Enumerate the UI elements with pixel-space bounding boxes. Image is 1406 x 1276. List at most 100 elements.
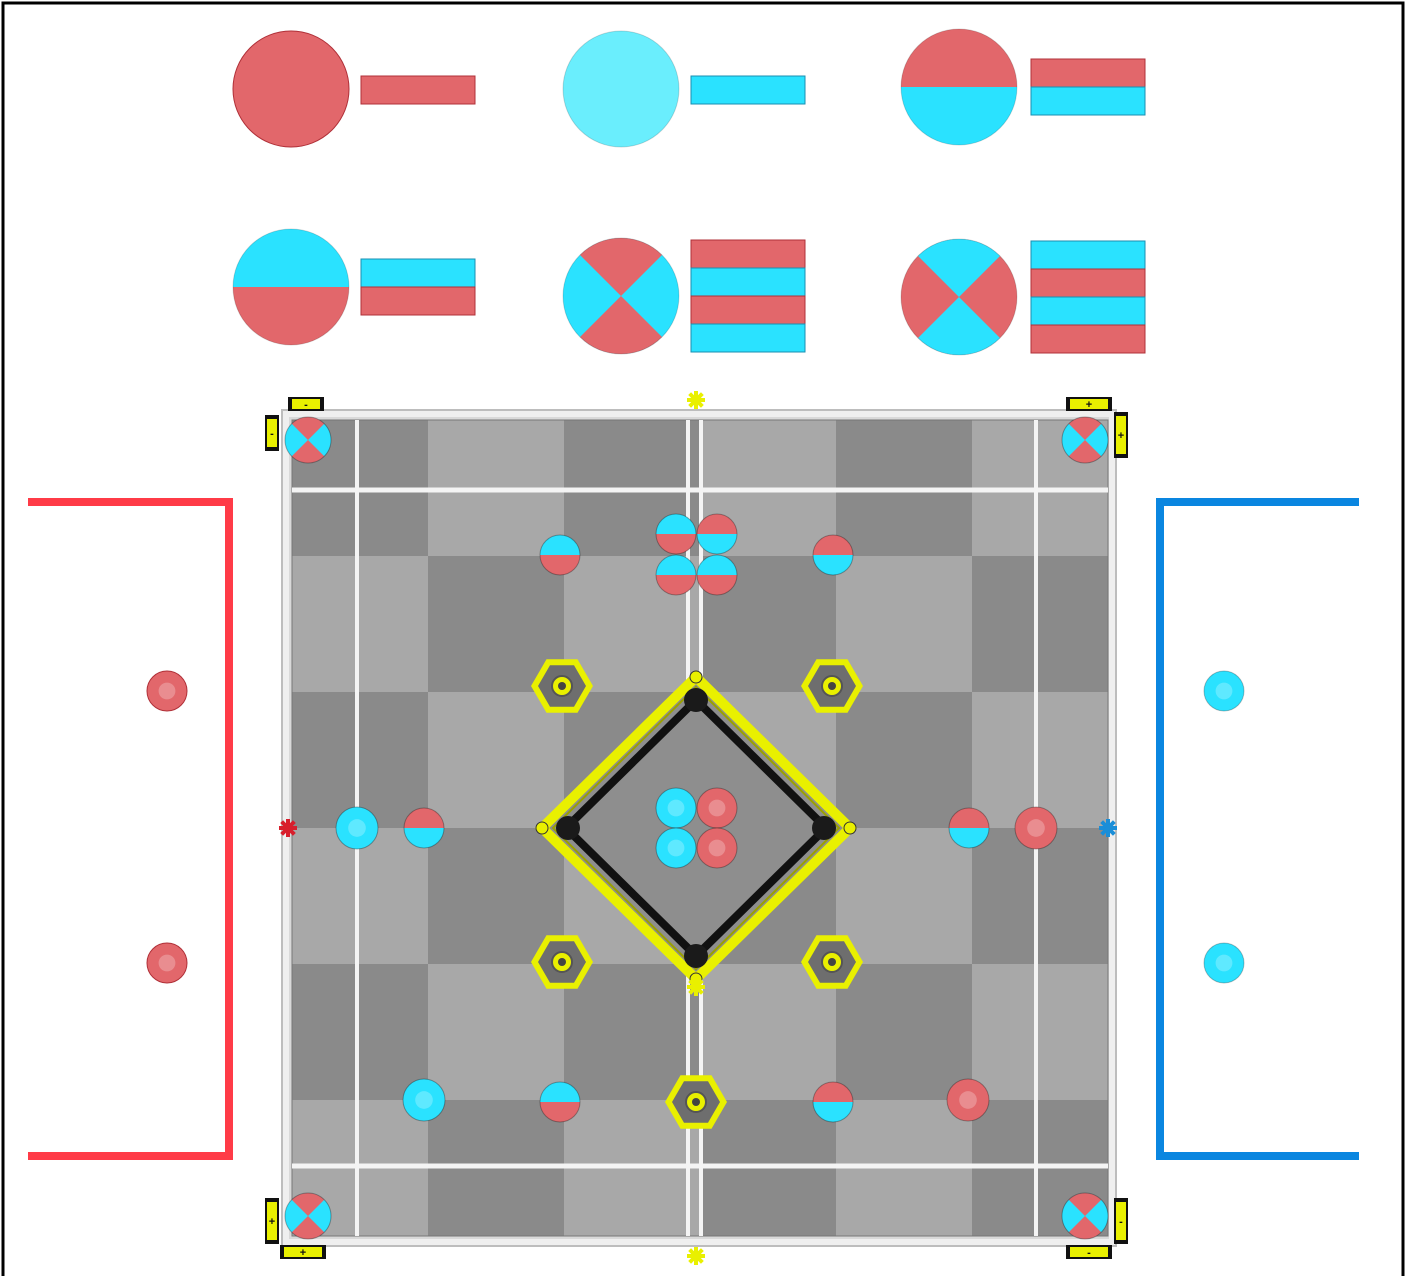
legend-stripe-red	[1031, 269, 1145, 297]
field-ring	[697, 514, 737, 554]
field-ring	[697, 788, 737, 828]
field-ring	[1062, 1193, 1108, 1239]
corner-sign: +	[300, 1247, 306, 1259]
legend-ring-half-cyan-top	[233, 229, 349, 345]
field-ring	[403, 1079, 445, 1121]
corner-marker: -	[1114, 1198, 1128, 1244]
platform-post	[690, 671, 702, 683]
corner-sign: -	[1119, 1216, 1123, 1228]
field-ring	[540, 535, 580, 575]
legend-ring-quarters-cyan-top	[901, 239, 1017, 355]
field-ring	[285, 417, 331, 463]
ring-hole	[959, 1091, 977, 1109]
corner-marker: -	[288, 397, 324, 411]
platform-post	[536, 822, 548, 834]
ring-hole	[668, 800, 685, 817]
ring-hole	[1216, 683, 1233, 700]
floor-tile	[972, 556, 1108, 692]
legend-stripe-cyan	[691, 268, 805, 296]
floor-tile	[836, 692, 972, 828]
ring-hole	[709, 840, 726, 857]
corner-marker: +	[265, 1198, 279, 1244]
legend-ring-solid-red	[233, 31, 349, 147]
blue-zone-outline	[1160, 502, 1359, 1156]
legend-entry-half-red-top	[901, 29, 1145, 145]
ring-hole	[159, 683, 176, 700]
ring-hole	[1027, 819, 1045, 837]
ring-hole	[348, 819, 366, 837]
legend-entry-quarters-cyan-top	[901, 239, 1145, 355]
corner-sign: -	[270, 428, 274, 440]
legend-stripe-red	[361, 76, 475, 104]
ring-hole	[709, 800, 726, 817]
corner-marker: +	[280, 1245, 326, 1259]
corner-sign: -	[1087, 1247, 1091, 1259]
corner-sign: -	[304, 399, 308, 411]
legend-entry-solid-red	[233, 31, 475, 147]
corner-marker: -	[265, 415, 279, 451]
field: - - + + + + - -	[265, 391, 1128, 1265]
field-ring	[540, 1082, 580, 1122]
ring-hole	[159, 955, 176, 972]
legend-ring-solid-cyan	[563, 31, 679, 147]
legend-stripe-cyan	[361, 259, 475, 287]
field-ring	[336, 807, 378, 849]
legend-ring-half-red-top	[901, 29, 1017, 145]
blue-preload-ring	[1204, 943, 1244, 983]
legend-stripe-red	[361, 287, 475, 315]
platform-post	[844, 822, 856, 834]
ring-legend	[233, 29, 1145, 355]
field-ring	[656, 788, 696, 828]
legend-stripe-cyan	[1031, 297, 1145, 325]
legend-ring-quarters-red-top	[563, 238, 679, 354]
field-ring	[697, 555, 737, 595]
corner-marker: +	[1066, 397, 1112, 411]
field-ring	[813, 1082, 853, 1122]
field-ring	[697, 828, 737, 868]
legend-stripe-red	[1031, 325, 1145, 353]
floor-tile	[836, 556, 972, 692]
corner-sign: +	[1086, 399, 1092, 411]
star-marker	[687, 1247, 705, 1265]
field-ring	[1015, 807, 1057, 849]
star-marker	[279, 819, 297, 837]
ring-hole	[668, 840, 685, 857]
field-ring	[656, 828, 696, 868]
platform-foot	[684, 944, 708, 968]
ring-hole	[415, 1091, 433, 1109]
floor-tile	[836, 964, 972, 1100]
red-preload-ring	[147, 943, 187, 983]
legend-stripe-red	[691, 296, 805, 324]
legend-entry-quarters-red-top	[563, 238, 805, 354]
field-ring	[404, 808, 444, 848]
field-ring	[656, 555, 696, 595]
field-ring	[813, 535, 853, 575]
floor-tile	[972, 964, 1108, 1100]
red-zone-outline	[28, 502, 229, 1156]
corner-sign: +	[269, 1216, 275, 1228]
legend-stripe-cyan	[691, 76, 805, 104]
legend-stripe-cyan	[1031, 87, 1145, 115]
corner-marker: -	[1066, 1245, 1112, 1259]
field-ring	[949, 808, 989, 848]
field-ring	[1062, 417, 1108, 463]
ring-hole	[1216, 955, 1233, 972]
star-marker	[687, 391, 705, 409]
platform-foot	[556, 816, 580, 840]
legend-stripe-red	[1031, 59, 1145, 87]
floor-tile	[428, 692, 564, 828]
field-ring	[656, 514, 696, 554]
floor-tile	[428, 964, 564, 1100]
legend-entry-solid-cyan	[563, 31, 805, 147]
blue-preload-ring	[1204, 671, 1244, 711]
legend-stripe-red	[691, 240, 805, 268]
platform-foot	[812, 816, 836, 840]
star-marker	[1099, 819, 1117, 837]
field-ring	[285, 1193, 331, 1239]
corner-marker: +	[1114, 412, 1128, 458]
corner-sign: +	[1118, 430, 1124, 442]
legend-stripe-cyan	[691, 324, 805, 352]
floor-tile	[836, 828, 972, 964]
field-ring	[947, 1079, 989, 1121]
